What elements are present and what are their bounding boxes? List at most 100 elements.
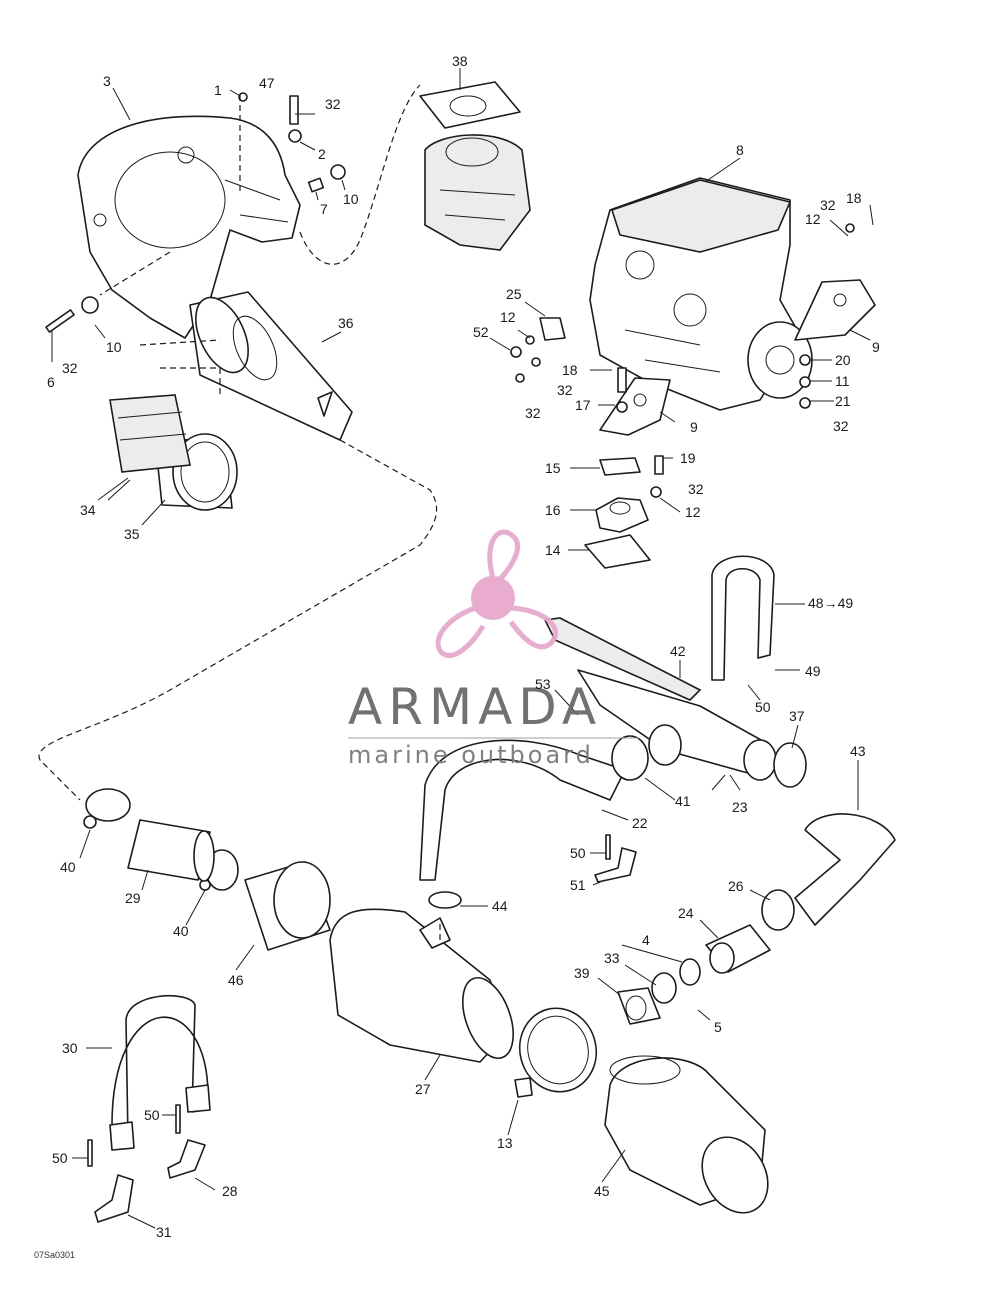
part-engine-mount-right [794,279,876,341]
callout-18: 18 [562,362,578,378]
drawing-code: 07Sa0301 [34,1250,75,1260]
callout-43: 43 [850,743,866,759]
watermark-brand: ARMADA [348,678,602,736]
part-clamp-26 [761,889,795,931]
callout-52: 52 [473,324,489,340]
part-hose-29 [127,819,215,882]
watermark-tagline: marine outboard [348,741,594,769]
part-engine-mount-center [599,377,671,436]
callout-8: 8 [736,142,744,158]
part-gasket-plate [419,81,521,129]
part-strap-30 [109,995,211,1151]
callout-5: 5 [714,1019,722,1035]
callout-33: 33 [604,950,620,966]
part-bracket-25 [510,317,566,383]
callout-4: 4 [642,932,650,948]
part-tuned-pipe [189,291,353,441]
callout-17: 17 [575,397,591,413]
callout-51: 51 [570,877,586,893]
part-bracket-31 [94,1174,134,1223]
propeller-logo-icon [435,529,558,658]
callout-13: 13 [497,1135,513,1151]
callout-32: 32 [833,418,849,434]
callout-6: 6 [47,374,55,390]
callout-31: 31 [156,1224,172,1240]
callout-45: 45 [594,1183,610,1199]
callout-32: 32 [688,481,704,497]
callout-12: 12 [500,309,516,325]
callout-1: 1 [214,82,222,98]
part-clamp-41 [611,735,649,781]
callout-22: 22 [632,815,648,831]
part-outlet-pipe [543,617,777,781]
callout-11: 11 [835,373,850,389]
callout-10: 10 [343,191,359,207]
callout-12: 12 [805,211,821,227]
callout-41: 41 [675,793,691,809]
callout-10: 10 [106,339,122,355]
part-sleeve-46 [244,861,331,951]
callout-34: 34 [80,502,96,518]
callout-32: 32 [820,197,836,213]
part-hose-43 [794,813,896,926]
part-engine-block [589,177,813,411]
callout-37: 37 [789,708,805,724]
part-clamp-37 [773,742,807,788]
part-bracket-51 [594,847,637,883]
part-exhaust-manifold [77,115,301,339]
callout-40: 40 [60,859,76,875]
callout-18: 18 [846,190,862,206]
part-clamp-44 [428,891,462,909]
callout-19: 19 [680,450,696,466]
callout-50: 50 [144,1107,160,1123]
part-muffler-27 [329,908,514,1063]
callout-2: 2 [318,146,326,162]
callout-47: 47 [259,75,275,91]
callout-50: 50 [755,699,771,715]
callout-labels: 1 47 32 3 38 2 7 10 8 32 18 12 36 25 12 … [34,53,880,1260]
callout-49: 49 [805,663,821,679]
callout-30: 30 [62,1040,78,1056]
callout-7: 7 [320,201,328,217]
routing-lines [38,84,441,940]
callout-14: 14 [545,542,561,558]
part-coupler-hose [109,394,238,511]
part-fitting-24 [705,924,771,974]
part-resonator-45 [604,1055,769,1214]
callout-9: 9 [690,419,698,435]
callout-16: 16 [545,502,561,518]
callout-3: 3 [103,73,111,89]
callout-25: 25 [506,286,522,302]
callout-44: 44 [492,898,508,914]
part-strap-48 [711,555,775,681]
part-nut-39 [617,987,661,1025]
callout-29: 29 [125,890,141,906]
part-bracket-28 [167,1139,206,1179]
callout-50: 50 [570,845,586,861]
callout-32: 32 [62,360,78,376]
leader-lines [51,68,874,1229]
callout-48: 48→49 [808,595,853,611]
callout-26: 26 [728,878,744,894]
part-hose-22 [419,739,626,881]
callout-38: 38 [452,53,468,69]
callout-42: 42 [670,643,686,659]
callout-28: 28 [222,1183,238,1199]
callout-46: 46 [228,972,244,988]
callout-36: 36 [338,315,354,331]
callout-50: 50 [52,1150,68,1166]
callout-9: 9 [872,339,880,355]
callout-32: 32 [525,405,541,421]
part-oring-4 [679,958,701,986]
part-fasteners [45,92,855,1167]
callout-32: 32 [557,382,573,398]
callout-21: 21 [835,393,851,409]
callout-27: 27 [415,1081,431,1097]
watermark: ARMADA marine outboard [348,529,640,769]
callout-40: 40 [173,923,189,939]
callout-32: 32 [325,96,341,112]
part-band-13 [514,1007,598,1098]
callout-24: 24 [678,905,694,921]
part-oring-33 [651,972,677,1004]
